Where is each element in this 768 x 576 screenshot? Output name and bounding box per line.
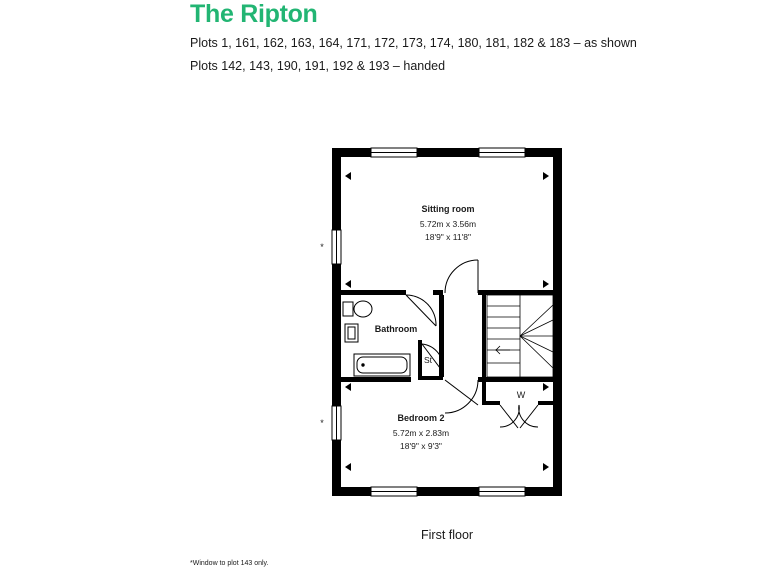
wardrobe-name: W <box>517 390 526 400</box>
sitting-room-metric: 5.72m x 3.56m <box>420 219 476 229</box>
sitting-room-imperial: 18'9" x 11'8" <box>425 232 471 242</box>
footnote: *Window to plot 143 only. <box>190 560 269 567</box>
plots-handed: Plots 142, 143, 190, 191, 192 & 193 – ha… <box>190 59 446 73</box>
bedroom2-metric: 5.72m x 2.83m <box>393 428 449 438</box>
internal-walls <box>341 290 553 405</box>
bath <box>353 353 411 377</box>
sitting-room-name: Sitting room <box>422 204 475 214</box>
bedroom2-name: Bedroom 2 <box>397 413 444 423</box>
window-note-marker: * <box>320 418 324 428</box>
windows <box>331 147 526 497</box>
toilet-bowl <box>353 300 373 318</box>
outer-walls <box>332 148 562 496</box>
doors <box>405 259 539 429</box>
window-note-marker: * <box>320 242 324 252</box>
plots-as-shown: Plots 1, 161, 162, 163, 164, 171, 172, 1… <box>190 36 637 50</box>
bathroom-fittings <box>342 300 411 377</box>
bedroom2-imperial: 18'9" x 9'3" <box>400 441 442 451</box>
basin <box>344 323 359 343</box>
page-title: The Ripton <box>190 0 318 28</box>
floor-label: First floor <box>421 528 474 542</box>
store-name: St <box>424 355 433 365</box>
dimension-arrows <box>345 172 549 471</box>
bathroom-name: Bathroom <box>375 324 418 334</box>
staircase <box>486 294 554 378</box>
toilet-cistern <box>342 301 354 317</box>
